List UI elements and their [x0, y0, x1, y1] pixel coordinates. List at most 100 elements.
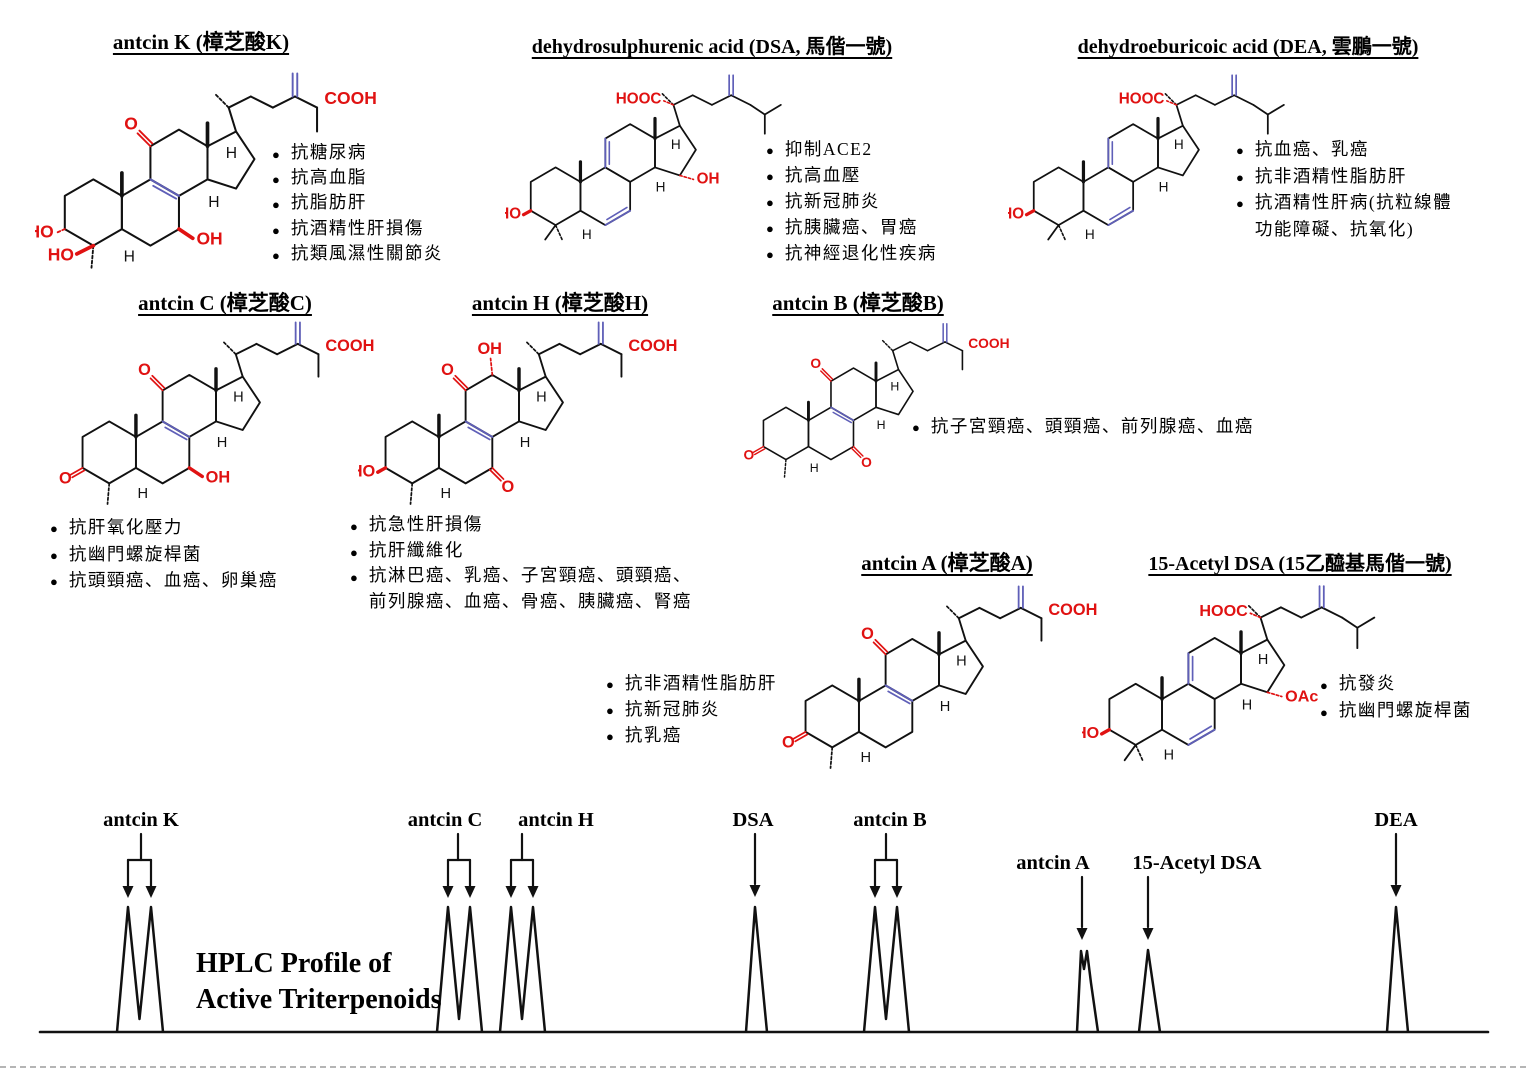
bullet-text: 抗發炎 — [1338, 673, 1396, 693]
bullet-item: ●抗神經退化性疾病 — [766, 240, 937, 266]
bullet-list-antcin-k: ●抗糖尿病●抗高血脂●抗脂肪肝●抗酒精性肝損傷●抗類風濕性關節炎 — [272, 140, 443, 266]
hplc-peak-antcin-b — [862, 905, 911, 1033]
arrowhead-icon — [1076, 928, 1088, 940]
bullet-dot-icon: ● — [1236, 169, 1244, 185]
bullet-dot-icon: ● — [606, 729, 614, 744]
compound-title-antcin-a: antcin A (樟芝酸A) — [861, 551, 1033, 575]
atom-label: H — [956, 654, 967, 670]
bullet-dot-icon: ● — [350, 544, 358, 560]
bullet-dot-icon: ● — [1320, 678, 1328, 693]
bullet-item: ● 抗糖尿病 — [272, 140, 443, 165]
atom-label: COOH — [325, 337, 374, 355]
atom-label: O — [124, 114, 138, 134]
atom-label: H — [1258, 652, 1268, 668]
atom-label: OH — [206, 469, 231, 487]
bullet-dot-icon: ● — [272, 247, 280, 263]
hplc-title: HPLC Profile of Active Triterpenoids — [196, 946, 441, 1018]
bullet-dot-icon: ● — [50, 574, 58, 589]
hplc-peak-15-acetyl-dsa — [1137, 948, 1162, 1033]
atom-label: O — [810, 356, 821, 371]
bullet-item: ●抗子宮頸癌、頭頸癌、前列腺癌、血癌 — [912, 413, 1254, 439]
structure-acetyl-dsa: HHHHOOAcHOOC — [1082, 570, 1400, 784]
bullet-dot-icon: ● — [50, 547, 58, 563]
compound-title-antcin-h: antcin H (樟芝酸H) — [471, 291, 649, 315]
bullet-item: ●抗肝氧化壓力 — [50, 514, 278, 541]
bullet-dot-icon: ● — [766, 143, 774, 158]
bullet-dot-icon: ● — [766, 221, 774, 236]
atom-label: HO — [35, 221, 54, 241]
bullet-list-antcin-a: ●抗非酒精性脂肪肝●抗新冠肺炎●抗乳癌 — [606, 670, 777, 748]
compound-title-acetyl-dsa: 15-Acetyl DSA (15乙醯基馬偕一號) — [1148, 553, 1452, 575]
bullet-item: ●抗急性肝損傷 — [350, 512, 692, 538]
bullet-item: ●抗幽門螺旋桿菌 — [1320, 697, 1472, 724]
bullet-item: ● 抗類風濕性關節炎 — [272, 241, 443, 266]
arrowhead-icon — [891, 886, 903, 898]
hplc-peak-label: DSA — [732, 809, 773, 831]
atom-label: HOOC — [1199, 602, 1248, 620]
atom-label: H — [1164, 747, 1174, 763]
bullet-item: ● 抗發炎 — [1320, 670, 1472, 697]
hplc-title-line2: Active Triterpenoids — [196, 984, 442, 1015]
atom-label: H — [124, 248, 135, 265]
atom-label: OH — [477, 340, 502, 358]
atom-label: H — [1085, 227, 1095, 242]
compound-title-dea: dehydroeburicoic acid (DEA, 雲鵬一號) — [1077, 36, 1419, 58]
structure-dea: HHHHOHOOC — [1008, 60, 1308, 262]
atom-label: HO — [1008, 206, 1024, 223]
bullet-item: ●抗酒精性肝損傷 — [272, 216, 443, 241]
atom-label: H — [1174, 137, 1184, 152]
atom-label: H — [520, 435, 531, 451]
hplc-peak-dsa — [744, 905, 769, 1033]
arrowhead-icon — [1142, 928, 1154, 940]
atom-label: H — [810, 461, 819, 475]
bullet-list-acetyl-dsa: ● 抗發炎 ●抗幽門螺旋桿菌 — [1320, 670, 1472, 724]
atom-label: H — [671, 137, 681, 152]
bullet-text: 抗新冠肺炎 — [624, 699, 720, 719]
bullet-item: ●抗淋巴癌、乳癌、子宮頸癌、頭頸癌、前列腺癌、血癌、骨癌、胰臟癌、腎癌 — [350, 563, 692, 614]
arrowhead-icon — [442, 886, 454, 898]
bullet-text: 抗高血脂 — [290, 167, 367, 188]
atom-label: HO — [505, 206, 521, 223]
bullet-text: 抗幽門螺旋桿菌 — [68, 543, 202, 564]
structure-antcin-h: HHHCOOHHOOOHO — [358, 306, 680, 523]
bullet-item: ● 抑制ACE2 — [766, 136, 937, 162]
arrowhead-icon — [1390, 885, 1402, 897]
atom-label: H — [940, 699, 951, 715]
bullet-text: 抑制ACE2 — [784, 139, 873, 159]
bullet-list-antcin-c: ●抗肝氧化壓力 ● 抗幽門螺旋桿菌 ● 抗頭頸癌、血癌、卵巢癌 — [50, 514, 278, 594]
molecule-svg: HHHHOOAcHOOC — [1082, 585, 1376, 763]
bullet-text: 抗酒精性肝損傷 — [290, 217, 424, 238]
molecule-svg: HHHCOOHOHOHOOH — [35, 72, 377, 269]
atom-label: H — [138, 486, 149, 502]
atom-label: O — [501, 478, 514, 496]
bullet-item: ●抗新冠肺炎 — [766, 188, 937, 214]
bullet-item: ● 抗非酒精性脂肪肝 — [1236, 163, 1452, 190]
hplc-peak-label: antcin H — [518, 809, 594, 831]
bullet-text: 抗頭頸癌、血癌、卵巢癌 — [68, 570, 278, 590]
bullet-text: 抗非酒精性脂肪肝 — [1254, 165, 1407, 186]
bullet-dot-icon: ● — [272, 147, 280, 162]
bullet-item: ● 抗血癌、乳癌 — [1236, 136, 1452, 163]
hplc-title-line1: HPLC Profile of — [196, 948, 392, 979]
hplc-peak-label: DEA — [1374, 809, 1417, 831]
bullet-text: 抗類風濕性關節炎 — [290, 242, 443, 263]
bullet-text: 抗血癌、乳癌 — [1254, 139, 1369, 159]
atom-label: H — [877, 418, 886, 432]
bullet-text: 抗脂肪肝 — [290, 192, 367, 213]
atom-label: HO — [358, 462, 376, 480]
bullet-text: 抗糖尿病 — [290, 142, 367, 162]
bullet-list-antcin-h: ●抗急性肝損傷●抗肝纖維化●抗淋巴癌、乳癌、子宮頸癌、頭頸癌、前列腺癌、血癌、骨… — [350, 512, 692, 614]
bullet-dot-icon: ● — [1236, 143, 1244, 158]
structure-antcin-k: HHHCOOHOHOHOOH — [35, 56, 380, 288]
compound-title-antcin-b: antcin B (樟芝酸B) — [772, 291, 944, 315]
hplc-peak-antcin-a — [1075, 949, 1100, 1033]
bullet-item: ● 抗頭頸癌、血癌、卵巢癌 — [50, 567, 278, 594]
hplc-peak-label: antcin B — [853, 809, 927, 831]
hplc-peak-label: antcin A — [1016, 852, 1090, 874]
